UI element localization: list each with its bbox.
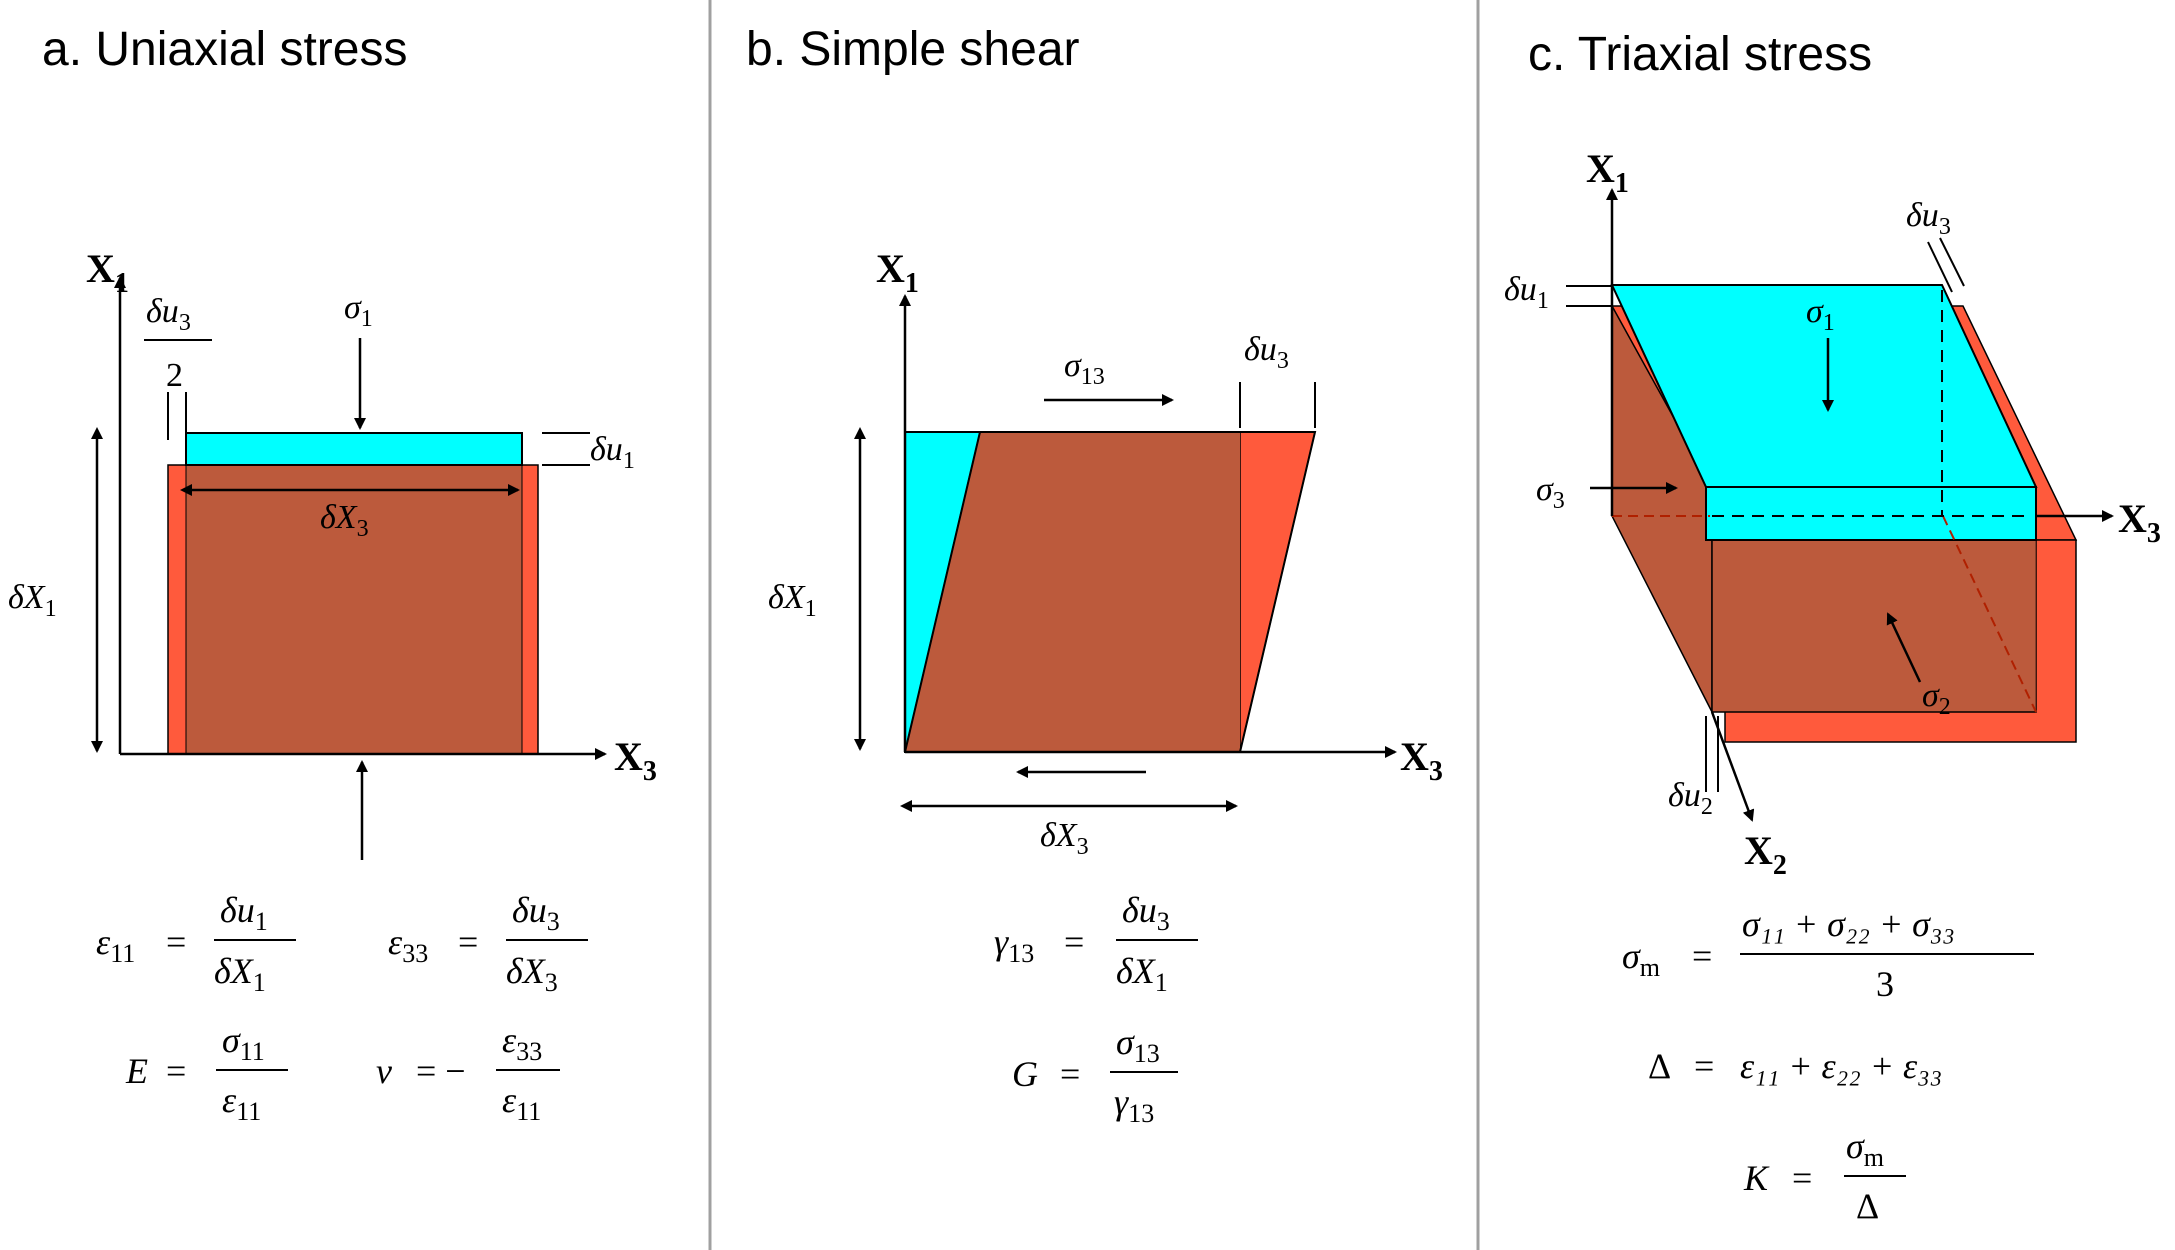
svg-text:ε33: ε33 xyxy=(502,1020,542,1066)
svg-text:=: = xyxy=(1060,1054,1080,1094)
svg-text:σm: σm xyxy=(1846,1126,1884,1172)
panel-c-sigma1-label: σ1 xyxy=(1806,293,1835,336)
panel-b-eq-gamma13: γ13 = δu3 δX1 xyxy=(994,890,1198,997)
svg-text:=: = xyxy=(1692,936,1712,976)
panel-a-dX3-label: δX3 xyxy=(320,499,369,542)
panel-b-eq-shear-modulus: G = σ13 γ13 xyxy=(1012,1022,1178,1128)
svg-text:δu1: δu1 xyxy=(220,890,268,936)
panel-c-sigma2-label: σ2 xyxy=(1922,677,1951,720)
panel-b-axis-x3-label: X3 xyxy=(1400,734,1443,787)
svg-text:γ13: γ13 xyxy=(1114,1082,1154,1128)
panel-c-sigma3-label: σ3 xyxy=(1536,471,1565,514)
svg-text:ε11: ε11 xyxy=(502,1080,541,1126)
svg-text:σ13: σ13 xyxy=(1116,1022,1160,1068)
svg-text:Δ: Δ xyxy=(1856,1186,1879,1226)
svg-text:γ13: γ13 xyxy=(994,922,1034,968)
panel-c-sigma2-arrow xyxy=(1886,612,1922,683)
panel-b-axis-x1-label: X1 xyxy=(876,246,919,299)
svg-text:ε11: ε11 xyxy=(222,1080,261,1126)
svg-text:δX3: δX3 xyxy=(506,951,558,997)
svg-text:K: K xyxy=(1743,1158,1770,1198)
panel-c-axis-x3-label: X3 xyxy=(2118,496,2161,549)
svg-text:σm: σm xyxy=(1622,936,1660,982)
panel-c-du3-tick-1 xyxy=(1927,241,1953,293)
panel-c-axis-x1-label: X1 xyxy=(1586,146,1629,199)
svg-text:ε11: ε11 xyxy=(96,922,135,968)
svg-text:=: = xyxy=(1694,1046,1714,1086)
svg-text:Δ: Δ xyxy=(1648,1046,1671,1086)
panel-a-du3-num: δu3 xyxy=(146,293,191,336)
panel-c-du1-label: δu1 xyxy=(1504,271,1549,314)
panel-c-title: c. Triaxial stress xyxy=(1528,28,1872,81)
panel-a-eq-poisson: ν = − ε33 ε11 xyxy=(376,1020,560,1126)
svg-text:δX1: δX1 xyxy=(214,951,266,997)
panel-a-original-body xyxy=(185,464,523,755)
svg-text:=: = xyxy=(166,922,186,962)
panel-a-eq-youngs-modulus: E = σ11 ε11 xyxy=(125,1020,288,1126)
panel-b-shear-line xyxy=(904,431,981,753)
panel-c-du2-label: δu2 xyxy=(1668,777,1713,820)
panel-c-du3-tick-2 xyxy=(1939,237,1965,287)
panel-c-du3-label: δu3 xyxy=(1906,197,1951,240)
panel-c-hidden-edge-red-diag xyxy=(1942,515,2037,713)
panel-c-eq-dilatation: Δ = ε₁₁ + ε₂₂ + ε₃₃ xyxy=(1648,1046,1942,1086)
panel-a-du3-den: 2 xyxy=(166,357,183,394)
svg-text:=: = xyxy=(1792,1158,1812,1198)
svg-text:ε33: ε33 xyxy=(388,922,428,968)
svg-text:δX1: δX1 xyxy=(1116,951,1168,997)
svg-text:= −: = − xyxy=(416,1051,466,1091)
svg-text:=: = xyxy=(166,1051,186,1091)
panel-a-axis-x1-label: X1 xyxy=(86,246,129,299)
svg-text:σ₁₁ + σ₂₂ + σ₃₃: σ₁₁ + σ₂₂ + σ₃₃ xyxy=(1742,904,1955,944)
svg-text:ε₁₁ + ε₂₂ + ε₃₃: ε₁₁ + ε₂₂ + ε₃₃ xyxy=(1740,1046,1942,1086)
panel-b-du3-label: δu3 xyxy=(1244,331,1289,374)
svg-text:E: E xyxy=(125,1051,148,1091)
panel-a-eq-eps33: ε33 = δu3 δX3 xyxy=(388,890,588,997)
panel-a-compression-strip xyxy=(185,432,523,466)
panel-c: c. Triaxial stress X1 X3 X2 δu3 δu1 δu2 xyxy=(1504,28,2161,1226)
panel-b-dX3-label: δX3 xyxy=(1040,817,1089,860)
panel-a-eq-eps11: ε11 = δu1 δX1 xyxy=(96,890,296,997)
svg-text:G: G xyxy=(1012,1054,1038,1094)
panel-b-title: b. Simple shear xyxy=(746,23,1080,76)
panel-a-axis-x3-label: X3 xyxy=(614,734,657,787)
panel-c-eq-bulk-modulus: K = σm Δ xyxy=(1743,1126,1906,1226)
panel-a-du1-label: δu1 xyxy=(590,431,635,474)
panel-b-dX1-label: δX1 xyxy=(768,579,817,622)
svg-text:3: 3 xyxy=(1876,964,1894,1004)
svg-text:=: = xyxy=(1064,922,1084,962)
panel-c-axis-x2-label: X2 xyxy=(1744,828,1787,881)
panel-b-sheared-body xyxy=(905,432,1240,752)
panel-b-sigma-label: σ13 xyxy=(1064,347,1105,390)
panel-c-eq-mean-stress: σm = σ₁₁ + σ₂₂ + σ₃₃ 3 xyxy=(1622,904,2034,1004)
svg-text:δu3: δu3 xyxy=(1122,890,1170,936)
svg-text:ν: ν xyxy=(376,1051,392,1091)
panel-a: a. Uniaxial stress X1 X3 σ1 δu3 2 δu1 δX… xyxy=(8,23,657,1126)
panel-a-title: a. Uniaxial stress xyxy=(42,23,407,76)
svg-text:=: = xyxy=(458,922,478,962)
svg-text:σ11: σ11 xyxy=(222,1020,265,1066)
svg-text:δu3: δu3 xyxy=(512,890,560,936)
panel-b: b. Simple shear X1 X3 σ13 δu3 δX1 δX3 γ1… xyxy=(746,23,1443,1128)
panel-a-sigma-label: σ1 xyxy=(344,289,373,332)
panel-c-cyan-front xyxy=(1705,486,2037,541)
panel-a-dX1-label: δX1 xyxy=(8,579,57,622)
